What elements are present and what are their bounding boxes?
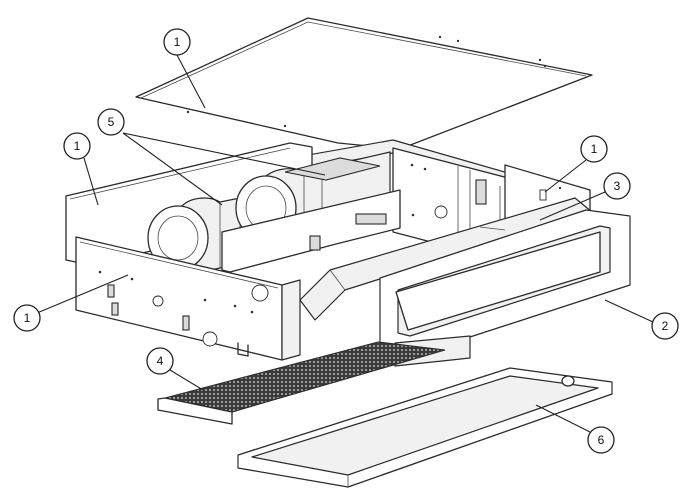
callout-5: 5 (97, 108, 125, 136)
drain-pan (237, 367, 613, 488)
callout-6: 6 (587, 426, 615, 454)
callout-label: 6 (598, 433, 605, 447)
filter-frame (379, 209, 631, 367)
callout-4: 4 (146, 347, 174, 375)
leader-lines (36, 54, 654, 434)
center-partition (221, 189, 401, 273)
callout-3: 3 (603, 172, 631, 200)
callout-1-front: 1 (13, 304, 41, 332)
callout-label: 1 (24, 311, 31, 325)
callout-label: 3 (614, 179, 621, 193)
callout-2: 2 (651, 312, 679, 340)
callout-label: 1 (74, 139, 81, 153)
front-panel (75, 236, 301, 361)
callout-label: 5 (108, 115, 115, 129)
callout-label: 1 (591, 142, 598, 156)
callout-label: 1 (174, 35, 181, 49)
callout-1-right: 1 (580, 135, 608, 163)
callout-1-top: 1 (163, 28, 191, 56)
callout-1-left: 1 (63, 132, 91, 160)
filter-mesh (157, 341, 446, 425)
callout-label: 4 (157, 354, 164, 368)
top-cover-panel (135, 17, 593, 150)
callout-label: 2 (662, 319, 669, 333)
